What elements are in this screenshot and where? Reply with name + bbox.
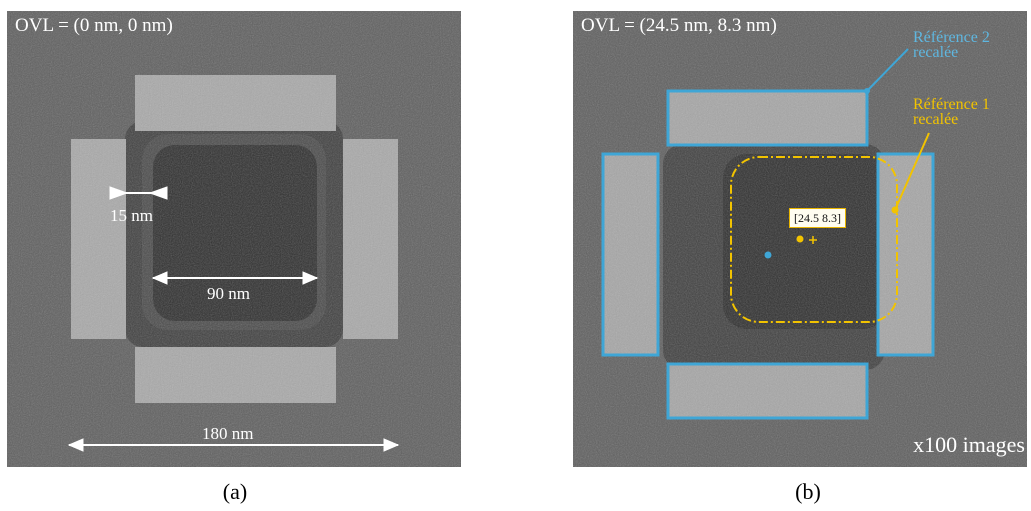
caption-b: (b) bbox=[795, 479, 821, 504]
dim-180nm-arrow bbox=[67, 438, 400, 452]
sem-pattern-a bbox=[7, 11, 461, 467]
ref2-outline bbox=[601, 89, 935, 420]
dim-180nm-label: 180 nm bbox=[202, 424, 254, 443]
ref1-label-line2: recalée bbox=[913, 111, 959, 128]
ref2-center-dot bbox=[764, 251, 772, 259]
ref2-leader bbox=[866, 48, 909, 92]
offset-coord-label: [24.5 8.3] bbox=[789, 208, 846, 228]
dim-15nm-label: 15 nm bbox=[110, 206, 153, 225]
ref1-leader-dot bbox=[891, 206, 899, 214]
ovl-text-a: OVL = (0 nm, 0 nm) bbox=[15, 15, 173, 36]
sem-image-b: OVL = (24.5 nm, 8.3 nm) Référence 2 reca… bbox=[573, 11, 1027, 467]
dim-90nm-label: 90 nm bbox=[207, 284, 250, 303]
ref1-outline bbox=[730, 156, 898, 323]
noise-overlay-a bbox=[7, 11, 461, 467]
image-count-label: x100 images bbox=[913, 432, 1025, 457]
ovl-text-b: OVL = (24.5 nm, 8.3 nm) bbox=[581, 15, 777, 36]
ref1-label-line1: Référence 1 bbox=[913, 96, 990, 113]
ref2-label-line1: Référence 2 bbox=[913, 29, 990, 46]
sem-image-a: OVL = (0 nm, 0 nm) 15 nm 90 nm 180 nm bbox=[7, 11, 461, 467]
ref2-leader-dot bbox=[864, 88, 870, 94]
dim-90nm-arrow bbox=[151, 271, 319, 285]
ref2-label-line2: recalée bbox=[913, 44, 959, 61]
ref1-leader bbox=[894, 132, 930, 211]
dim-15nm-arrow bbox=[109, 186, 168, 200]
sem-pattern-b bbox=[573, 11, 1027, 467]
target-cross bbox=[809, 236, 817, 244]
caption-a: (a) bbox=[222, 479, 248, 504]
ref1-center-dot bbox=[796, 235, 804, 243]
